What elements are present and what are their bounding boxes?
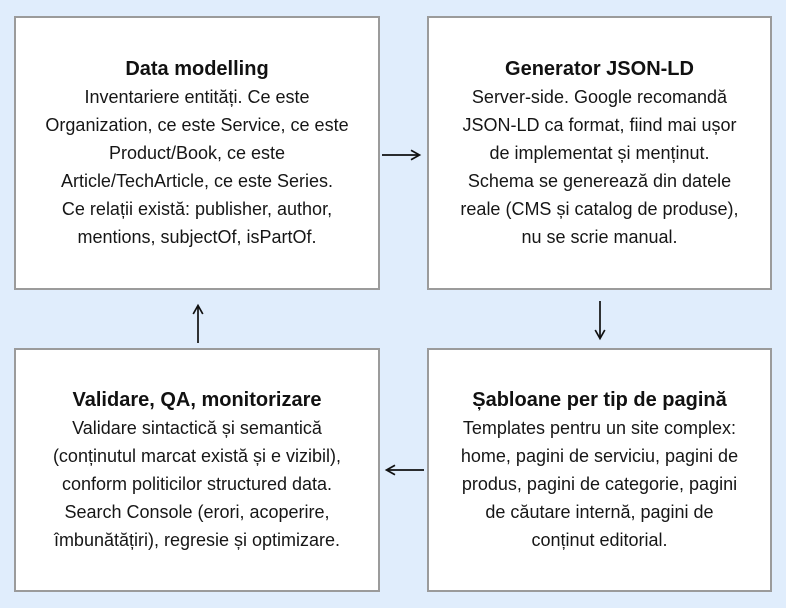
box-title-generator-json-ld: Generator JSON-LD: [505, 58, 694, 80]
box-title-data-modelling: Data modelling: [125, 58, 269, 80]
box-validare-qa-monitorizare: Validare, QA, monitorizare Validare sint…: [14, 348, 380, 592]
box-title-sabloane-per-tip-de-pagina: Șabloane per tip de pagină: [472, 389, 727, 411]
flow-arrow-left-icon: [380, 462, 426, 478]
box-body-generator-json-ld: Server-side. Google recomandă JSON-LD ca…: [460, 87, 739, 247]
box-body-data-modelling: Inventariere entități. Ce este Organizat…: [45, 87, 349, 247]
flow-arrow-right-icon: [380, 147, 426, 163]
box-body-validare-qa-monitorizare: Validare sintactică și semantică (conțin…: [52, 418, 342, 550]
flow-arrow-up-icon: [190, 299, 206, 345]
box-sabloane-per-tip-de-pagina: Șabloane per tip de pagină Templates pen…: [427, 348, 772, 592]
flow-arrow-down-icon: [592, 299, 608, 345]
box-title-validare-qa-monitorizare: Validare, QA, monitorizare: [72, 389, 322, 411]
box-body-sabloane-per-tip-de-pagina: Templates pentru un site complex: home, …: [460, 418, 739, 550]
box-generator-json-ld: Generator JSON-LD Server-side. Google re…: [427, 16, 772, 290]
box-data-modelling: Data modelling Inventariere entități. Ce…: [14, 16, 380, 290]
